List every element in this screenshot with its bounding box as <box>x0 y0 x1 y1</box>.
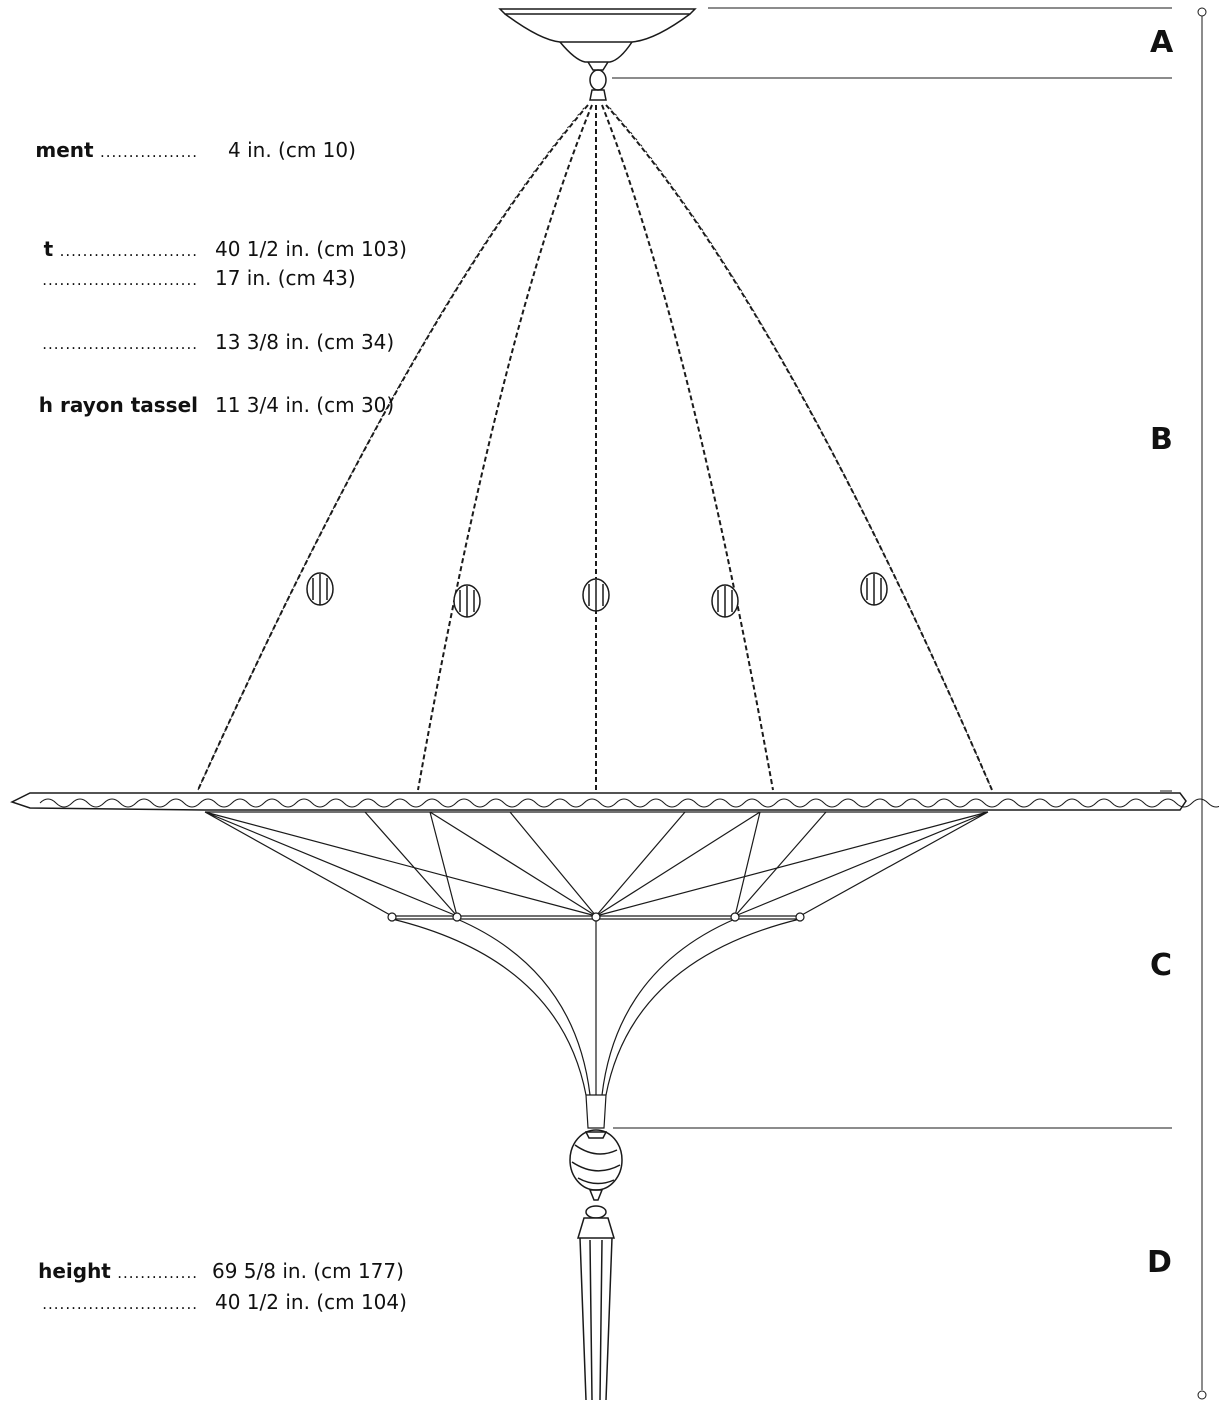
spec-label: t <box>43 237 54 261</box>
spec-row-attachment: ment ................. <box>35 138 198 162</box>
chains <box>197 104 993 791</box>
ceiling-canopy <box>498 8 697 101</box>
frame-structure <box>204 811 989 1129</box>
dimension-lines <box>612 7 1207 1400</box>
section-label-c: C <box>1150 948 1173 983</box>
spec-value: 17 in. (cm 43) <box>215 266 356 290</box>
section-label-d: D <box>1147 1245 1172 1280</box>
chain-ornaments <box>306 572 888 618</box>
tassel-ornament <box>569 1129 623 1401</box>
spec-value: 40 1/2 in. (cm 103) <box>215 237 407 261</box>
spec-row-total-width: ........................... <box>42 1290 198 1314</box>
spec-leader: ........................ <box>59 242 198 260</box>
shade-disc <box>10 792 1219 811</box>
spec-value: 11 3/4 in. (cm 30) <box>215 393 395 417</box>
section-label-a: A <box>1150 25 1174 60</box>
spec-value: 4 in. (cm 10) <box>228 138 356 162</box>
spec-label: height <box>38 1259 111 1283</box>
spec-leader: ................. <box>99 143 198 161</box>
spec-leader: .............. <box>117 1264 198 1282</box>
spec-row-width: ........................... <box>42 266 198 290</box>
spec-leader: ........................... <box>42 335 198 353</box>
spec-value: 69 5/8 in. (cm 177) <box>212 1259 404 1283</box>
spec-leader: ........................... <box>42 1295 198 1313</box>
spec-label: ment <box>35 138 94 162</box>
spec-row-total-height: height .............. <box>38 1259 198 1283</box>
spec-row-height: t ........................ <box>44 237 198 261</box>
spec-row-tassel: h rayon tassel <box>39 393 198 417</box>
spec-value: 13 3/8 in. (cm 34) <box>215 330 395 354</box>
spec-row-depth: ........................... <box>42 330 198 354</box>
section-label-b: B <box>1150 422 1173 457</box>
spec-label: h rayon tassel <box>38 393 198 417</box>
spec-value: 40 1/2 in. (cm 104) <box>215 1290 407 1314</box>
spec-leader: ........................... <box>42 271 198 289</box>
